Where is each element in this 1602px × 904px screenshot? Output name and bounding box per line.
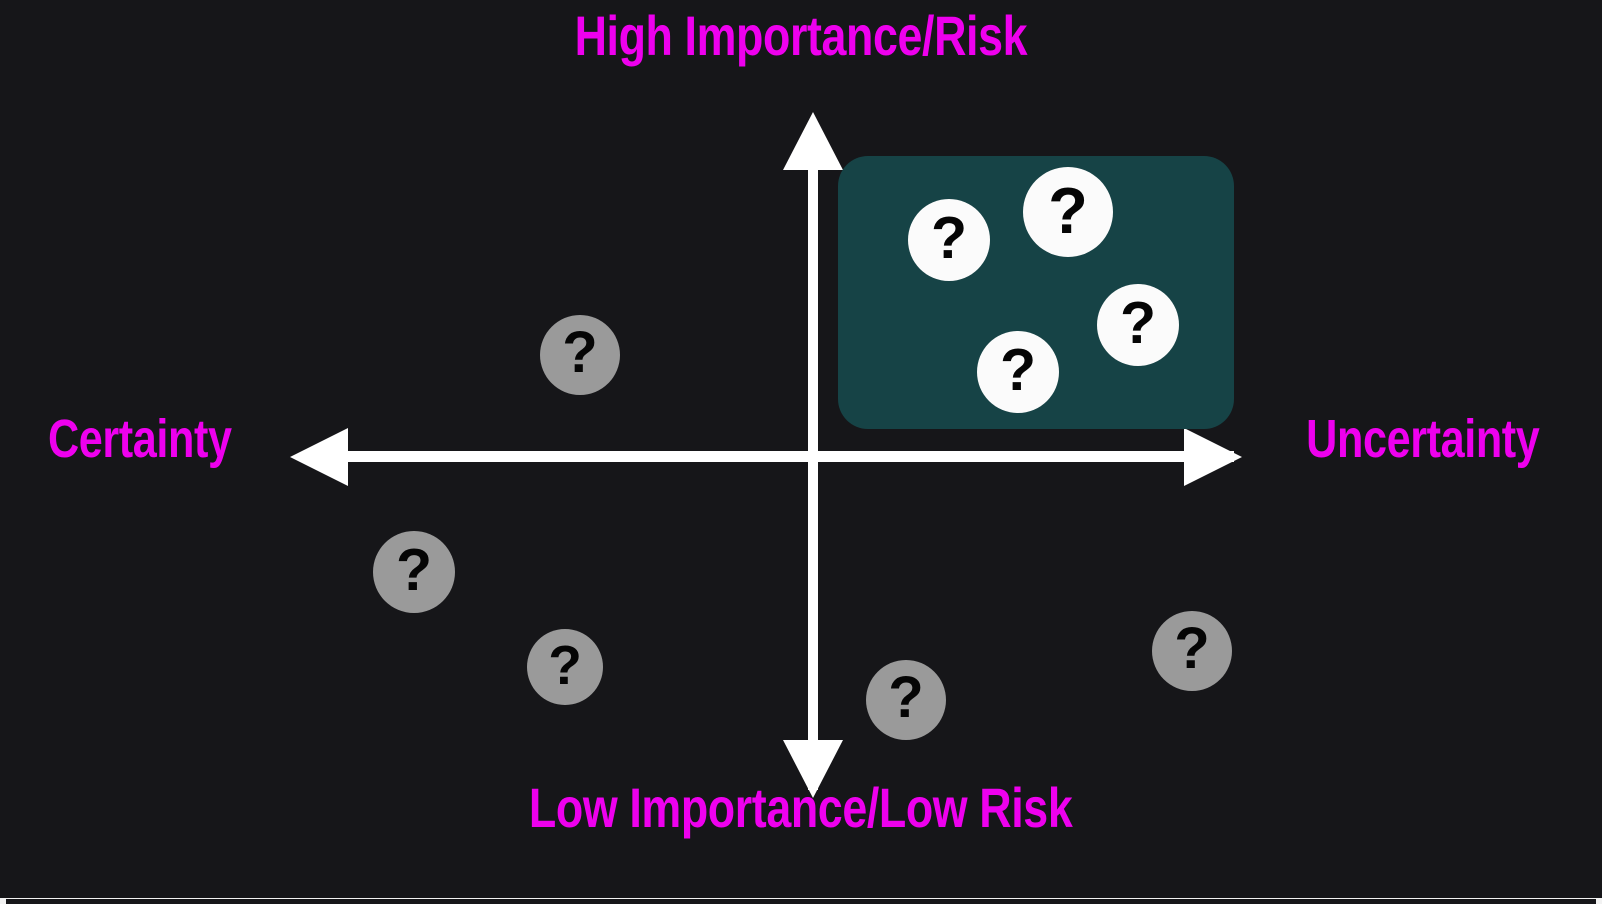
vertical-axis-up-arrowhead [783,112,843,170]
vertical-axis-down-arrowhead [783,740,843,798]
question-bubble-q3: ? [1097,284,1179,366]
question-mark-icon: ? [548,633,582,696]
question-bubble-q9: ? [1152,611,1232,691]
question-bubble-q6: ? [373,531,455,613]
question-mark-icon: ? [562,320,598,385]
horizontal-axis-left-arrowhead [290,428,348,486]
question-bubble-q2: ? [1023,167,1113,257]
question-mark-icon: ? [888,665,924,730]
question-mark-icon: ? [999,336,1037,403]
question-bubble-q5: ? [540,315,620,395]
question-mark-icon: ? [1119,289,1157,356]
axis-label-right: Uncertainty [1306,409,1540,469]
question-mark-icon: ? [930,204,968,271]
question-mark-icon: ? [1174,616,1210,681]
axis-label-top: High Importance/Risk [574,4,1028,67]
question-bubble-q7: ? [527,629,603,705]
question-bubble-q4: ? [977,331,1059,413]
horizontal-axis-shaft [308,451,1234,462]
horizontal-axis-right-arrowhead [1184,428,1242,486]
axis-label-bottom: Low Importance/Low Risk [529,776,1073,839]
question-mark-icon: ? [1048,173,1088,247]
axis-label-left: Certainty [48,409,232,469]
question-mark-icon: ? [395,536,433,603]
question-bubble-q1: ? [908,199,990,281]
slide-bottom-edge-inner [6,899,1596,904]
question-bubble-q8: ? [866,660,946,740]
